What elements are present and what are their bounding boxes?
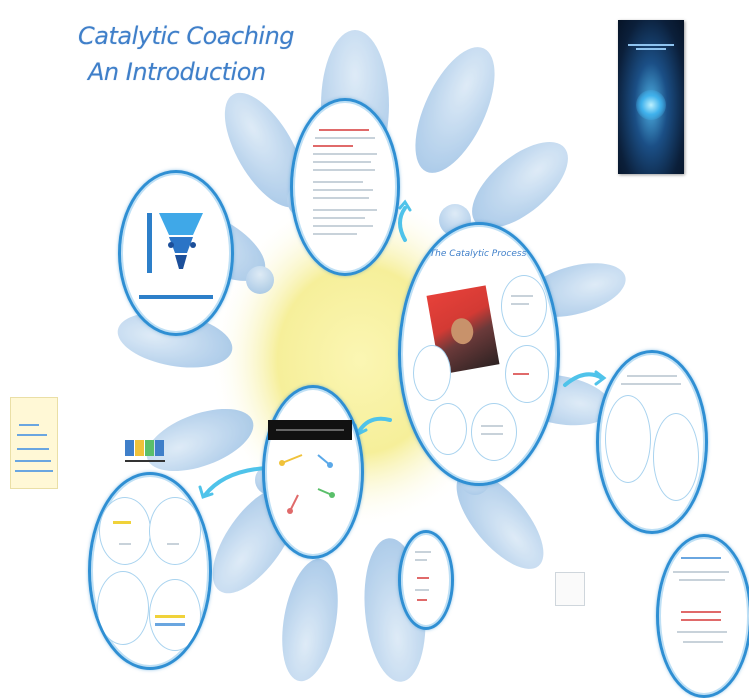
- book-glow: [636, 90, 666, 120]
- book-cover-icon[interactable]: [618, 20, 684, 174]
- document-thumbnail: [309, 125, 381, 251]
- arrow-to-right-frame: [563, 372, 604, 387]
- arrow-to-left-frame: [358, 416, 392, 432]
- book-cover-text: [628, 42, 674, 52]
- petal: [415, 47, 495, 173]
- frame-catalytic-process[interactable]: The Catalytic Process: [398, 222, 560, 486]
- bl-sub-frame-1[interactable]: [99, 497, 151, 565]
- right-sub-frame-1[interactable]: [605, 395, 651, 483]
- frame-right[interactable]: [596, 350, 708, 534]
- frame-funnel[interactable]: [118, 170, 234, 336]
- arrow-to-bottom-left-frame: [203, 466, 270, 497]
- frame-small-bottom[interactable]: [398, 530, 454, 630]
- petal: [117, 312, 233, 368]
- frame-diagram[interactable]: [262, 385, 364, 559]
- diagram-banner: [268, 420, 352, 440]
- petal: [456, 471, 544, 569]
- title-line-1: Catalytic Coaching: [78, 22, 295, 50]
- frame-document[interactable]: [290, 98, 400, 276]
- right-sub-frame-2[interactable]: [653, 413, 699, 501]
- center-frame-heading: The Catalytic Process: [429, 249, 527, 259]
- arrow-to-top-frame: [398, 206, 407, 242]
- bl-sub-frame-2[interactable]: [149, 497, 201, 565]
- sub-frame-4[interactable]: [429, 403, 467, 455]
- sub-frame-5[interactable]: [471, 403, 517, 461]
- diagram-graphic: [279, 454, 335, 514]
- sub-frame-3[interactable]: [413, 345, 451, 401]
- bl-sub-frame-3[interactable]: [97, 571, 149, 645]
- sub-frame-1[interactable]: [501, 275, 547, 337]
- title-line-2: An Introduction: [88, 58, 266, 86]
- presentation-title: Catalytic Coaching An Introduction: [78, 18, 295, 90]
- sticky-note[interactable]: [10, 397, 58, 489]
- petal: [472, 141, 568, 229]
- petal-dot: [246, 266, 274, 294]
- petal: [282, 558, 338, 682]
- frame-bottom-left[interactable]: [88, 472, 212, 670]
- petal: [224, 92, 306, 208]
- curved-arrows: [198, 199, 607, 499]
- funnel-icon: [139, 213, 213, 299]
- petal: [146, 408, 254, 472]
- logo-icon: [125, 440, 165, 466]
- frame-bottom-right[interactable]: [656, 534, 749, 698]
- small-thumbnail-icon[interactable]: [555, 572, 585, 606]
